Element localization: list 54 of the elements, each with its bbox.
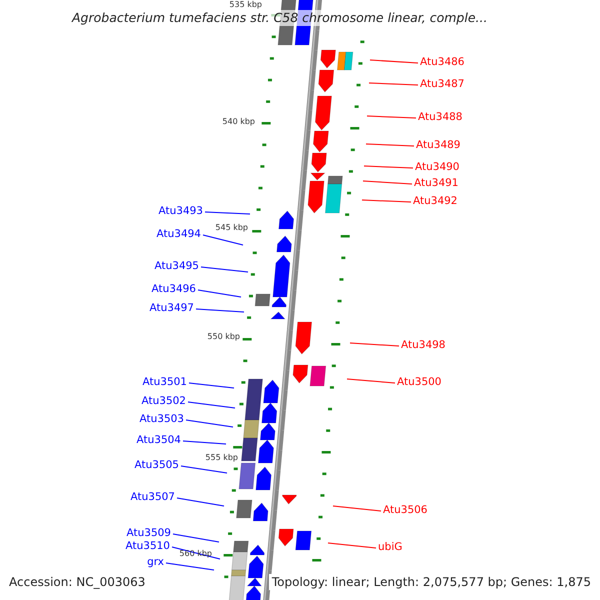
gene-label: Atu3502: [142, 395, 186, 407]
leader-line: [368, 82, 418, 86]
leader-line: [328, 542, 376, 548]
leader-line: [200, 266, 248, 272]
leader-line: [366, 116, 416, 118]
gene-label: ubiG: [378, 541, 402, 553]
scale-label: 545 kbp: [215, 224, 248, 232]
gene-label: Atu3493: [158, 205, 203, 217]
leader-line: [188, 382, 234, 388]
gene-label: Atu3498: [401, 339, 446, 351]
leader-line: [204, 212, 250, 214]
gene-label: Atu3487: [420, 78, 464, 90]
leader-line: [166, 562, 214, 570]
gene-label: Atu3490: [415, 161, 460, 173]
gene-label: Atu3489: [416, 139, 460, 151]
gene-label: Atu3509: [126, 527, 171, 539]
leader-line: [196, 308, 244, 312]
leader-line: [366, 144, 414, 146]
leader-line: [180, 466, 228, 474]
gene-label: Atu3494: [156, 228, 201, 240]
leader-line: [188, 402, 236, 408]
gene-label: Atu3497: [150, 302, 194, 314]
leader-line: [172, 534, 220, 542]
gene-label: Atu3503: [140, 413, 184, 425]
leader-line: [362, 180, 412, 184]
gene-label: Atu3510: [126, 540, 170, 552]
leader-line: [370, 60, 418, 64]
gene-label: grx: [147, 556, 164, 568]
gene-label: Atu3501: [142, 376, 187, 388]
gene-label: Atu3504: [136, 434, 181, 446]
leader-line: [332, 506, 382, 512]
gene-label: Atu3492: [413, 195, 458, 207]
leader-line: [176, 498, 224, 506]
leader-line: [346, 378, 396, 384]
gene-label: Atu3495: [154, 260, 199, 272]
scale-label: 550 kbp: [207, 333, 240, 341]
scale-label: 540 kbp: [222, 118, 255, 126]
leader-line: [182, 440, 226, 444]
leader-line: [364, 166, 414, 168]
gene-label: Atu3505: [134, 459, 179, 471]
gene-label: Atu3500: [397, 376, 442, 388]
gene-label: Atu3506: [383, 504, 428, 516]
leader-line: [198, 290, 242, 298]
gene-label: Atu3486: [420, 56, 464, 68]
gene-label: Atu3496: [152, 283, 196, 295]
leader-line: [362, 200, 412, 202]
leader-line: [186, 420, 234, 428]
scale-label: 535 kbp: [229, 1, 262, 9]
gene-label: Atu3488: [418, 111, 462, 123]
leader-line: [350, 342, 400, 346]
leader-line: [202, 234, 244, 246]
gene-label: Atu3491: [414, 177, 458, 189]
gene-label: Atu3507: [130, 491, 175, 503]
scale-label: 555 kbp: [205, 454, 238, 462]
